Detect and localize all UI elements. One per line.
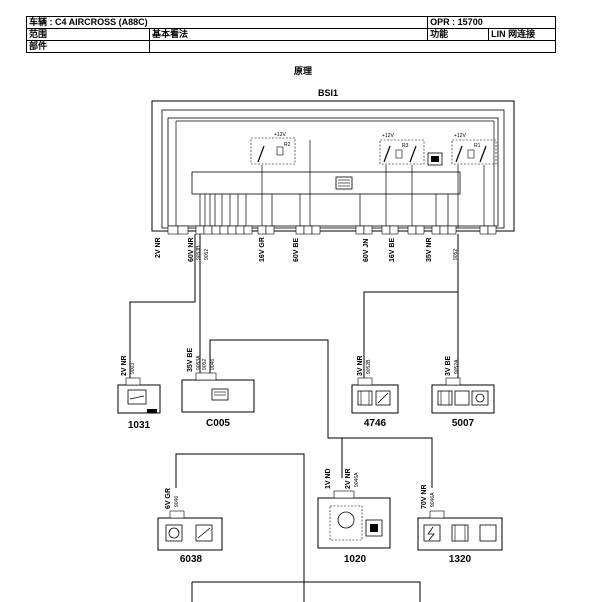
relay-r1-box [451, 139, 497, 165]
supply-label-3: +12V [454, 133, 466, 139]
bsi-box [151, 100, 515, 232]
supply-label-2: +12V [382, 133, 394, 139]
component-4746: 4746 3V NR 9052B [351, 355, 399, 429]
component-1020-conn1: 1V ND [325, 468, 332, 489]
bsi-inner-frame [161, 109, 505, 229]
component-1031: 1031 2V NR 9003 [117, 355, 161, 431]
component-c005-wire3: 9046 [210, 359, 216, 370]
connector-label-1: 2V NR [155, 237, 162, 258]
component-6038-conn: 6V GR [165, 488, 172, 509]
relay-r3-box [379, 139, 425, 165]
bsi-inner-frame-2 [167, 117, 499, 227]
component-5007: 5007 3V BE 9052A [431, 355, 495, 429]
component-5007-conn: 3V BE [445, 355, 452, 376]
component-1320-wire: 9046A [430, 492, 436, 507]
connector-label-5: 60V JN [363, 239, 370, 262]
header-table: 车辆 : C4 AIRCROSS (A88C) OPR : 15700 范围 基… [25, 16, 556, 53]
component-id-4746: 4746 [364, 418, 387, 429]
component-c005-conn: 35V BE [187, 348, 194, 372]
component-6038-wire: 9046 [174, 496, 180, 507]
section-title: 原理 [293, 66, 312, 76]
connector-label-2: 60V NR [188, 237, 195, 262]
component-1020-conn2: 2V NR [345, 468, 352, 489]
connector-label-7: 35V NR [426, 237, 433, 262]
component-5007-wire: 9052A [454, 359, 460, 374]
component-id-5007: 5007 [452, 418, 475, 429]
supply-label-1: +12V [274, 132, 286, 138]
connector-label-3: 16V GR [259, 237, 266, 262]
connector-label-6: 16V BE [389, 238, 396, 262]
component-c005-wire1: 9053A [196, 355, 202, 370]
component-c005: C005 35V BE 9053A 9052 9046 [181, 348, 255, 429]
relay-r2-box [250, 137, 296, 165]
component-c005-wire2: 9052 [202, 359, 208, 370]
component-id-6038: 6038 [180, 554, 203, 565]
wire-label-9052: 9052 [204, 249, 210, 260]
relay-r1-label: R1 [474, 143, 481, 149]
connector-label-4: 60V BE [293, 238, 300, 262]
part-label: 部件 [26, 40, 150, 53]
component-1031-wire: 9003 [130, 363, 136, 374]
component-4746-conn: 3V NR [357, 355, 364, 376]
component-id-1320: 1320 [449, 554, 472, 565]
relay-r2-label: R2 [284, 142, 291, 148]
wire-label-9052-right: 9052 [453, 249, 459, 260]
component-id-1020: 1020 [344, 554, 367, 565]
bsi-controller [191, 171, 461, 195]
wire-label-9053b: 9053B [196, 245, 202, 260]
component-1020-wire: 9046A [354, 472, 360, 487]
component-id-1031: 1031 [128, 420, 151, 431]
component-6038: 6038 6V GR 9046 [157, 488, 223, 565]
component-1320-conn: 70V NR [421, 484, 428, 509]
component-1031-conn: 2V NR [121, 355, 128, 376]
component-1020: 1020 1V ND 2V NR 9046A [317, 468, 391, 565]
relay-r3-label: R3 [402, 143, 409, 149]
bsi-title: BSI1 [318, 88, 338, 98]
part-value [149, 40, 556, 53]
component-id-c005: C005 [206, 418, 230, 429]
component-1320: 1320 70V NR 9046A [417, 484, 503, 565]
component-4746-wire: 9052B [366, 359, 372, 374]
